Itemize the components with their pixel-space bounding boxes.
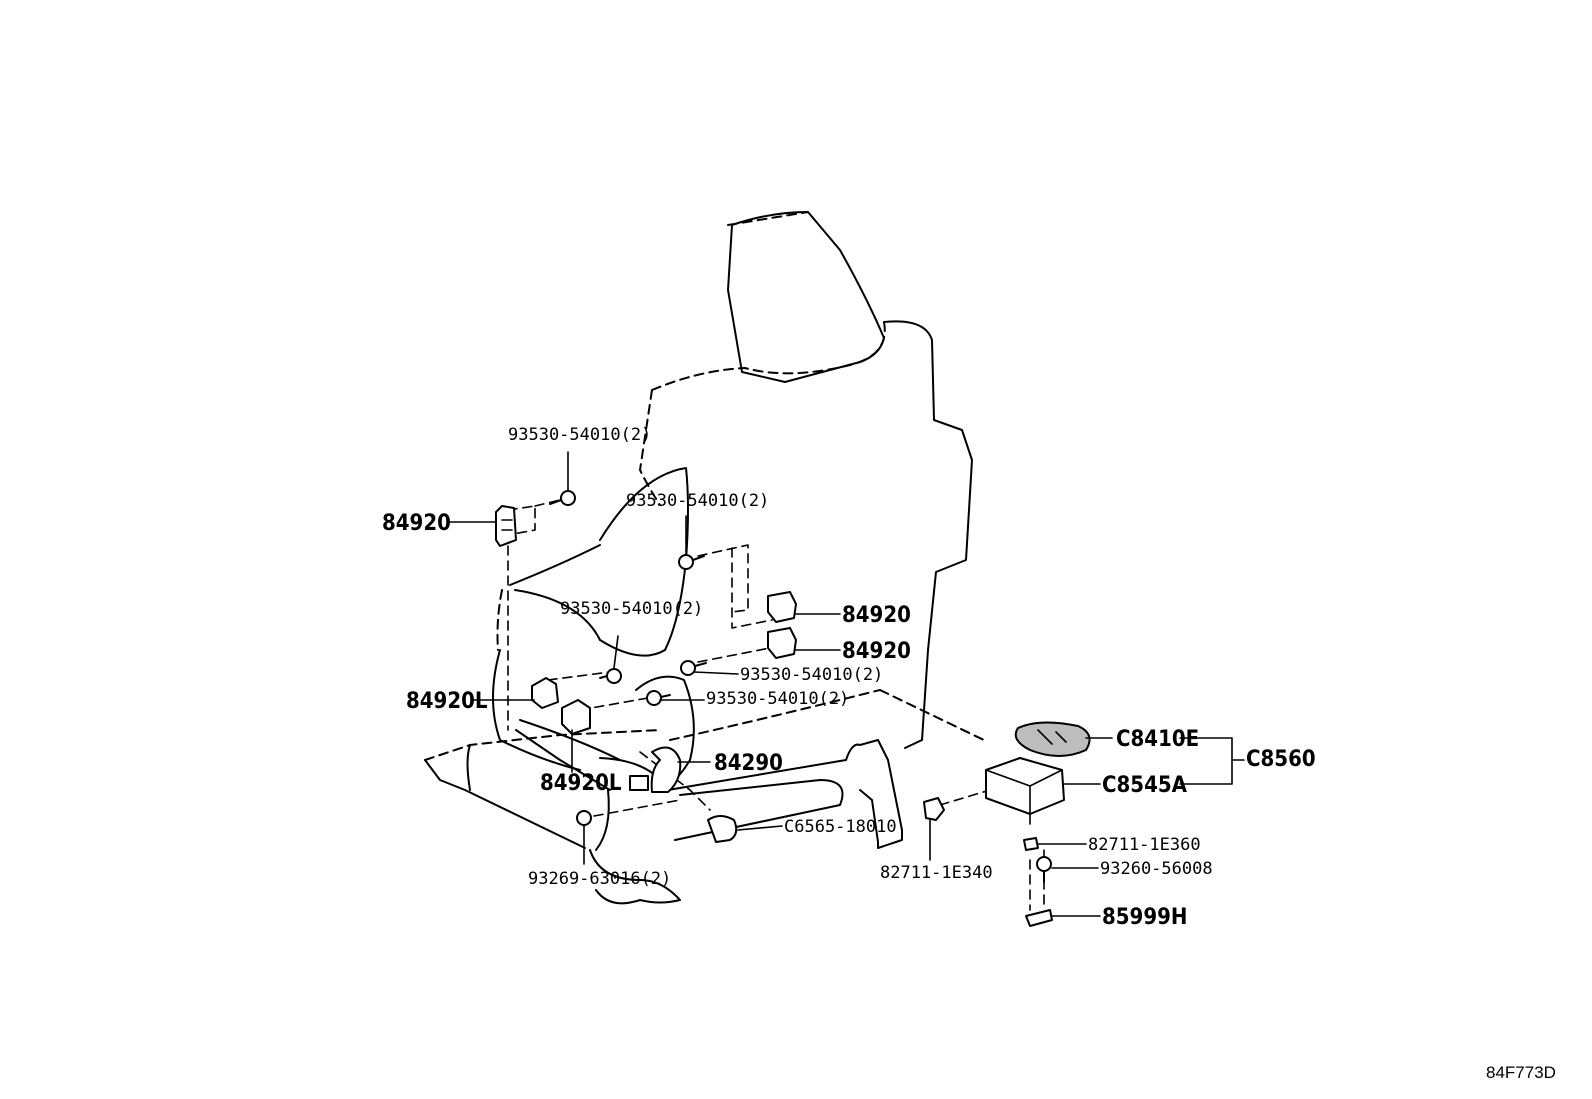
bolt-93530-r2 — [646, 690, 671, 706]
label-93530-low: 93530-54010(2) — [560, 599, 703, 619]
bracket-84920-upper-left — [495, 505, 517, 547]
smart-key-C8410E — [1014, 721, 1091, 757]
label-84920L-a: 84920L — [406, 689, 488, 714]
label-85999H: 85999H — [1102, 905, 1187, 930]
bolt-93530-top — [549, 490, 576, 506]
clip-82711-1E340 — [923, 797, 945, 821]
label-93530-r1: 93530-54010(2) — [740, 665, 883, 685]
leader-lines — [447, 451, 1245, 917]
bracket-84920L-1 — [531, 677, 559, 709]
label-93530-mid: 93530-54010(2) — [626, 491, 769, 511]
bolt-93530-low — [599, 668, 622, 684]
parts — [495, 490, 1091, 927]
label-84920-right-2: 84920 — [842, 639, 911, 664]
label-93260-56008: 93260-56008 — [1100, 859, 1213, 879]
label-93530-r2: 93530-54010(2) — [706, 689, 849, 709]
case-C8545A — [985, 757, 1065, 815]
screw-93260 — [1036, 856, 1052, 883]
bolt-93530-r1 — [680, 660, 707, 676]
bracket-84920-right-2 — [767, 627, 797, 659]
label-93530-top: 93530-54010(2) — [508, 425, 651, 445]
bolt-93530-mid — [678, 554, 705, 570]
label-82711-1E360: 82711-1E360 — [1088, 835, 1201, 855]
harness-84290 — [650, 746, 682, 793]
label-82711-1E340: 82711-1E340 — [880, 863, 993, 883]
label-C8410E: C8410E — [1116, 727, 1199, 752]
bracket-84920L-2 — [561, 699, 591, 735]
label-93269-63016: 93269-63016(2) — [528, 869, 671, 889]
part-labels: 93530-54010(2) 84920 93530-54010(2) 8492… — [382, 425, 1316, 930]
label-84920L-b: 84920L — [540, 771, 622, 796]
clip-C6565 — [707, 815, 738, 843]
label-84920-left: 84920 — [382, 511, 451, 536]
label-C6565-18010: C6565-18010 — [784, 817, 897, 837]
bracket-84920-right-1 — [767, 591, 797, 623]
label-C8545A: C8545A — [1102, 773, 1188, 798]
diagram-code: 84F773D — [1486, 1063, 1556, 1082]
bolt-93269 — [576, 810, 592, 826]
clip-82711-1E360 — [1023, 837, 1039, 851]
bracket-85999H — [1025, 909, 1053, 927]
label-84290: 84290 — [714, 751, 783, 776]
seat-outline — [424, 211, 989, 905]
label-84920-right-1: 84920 — [842, 603, 911, 628]
label-C8560: C8560 — [1246, 747, 1316, 772]
